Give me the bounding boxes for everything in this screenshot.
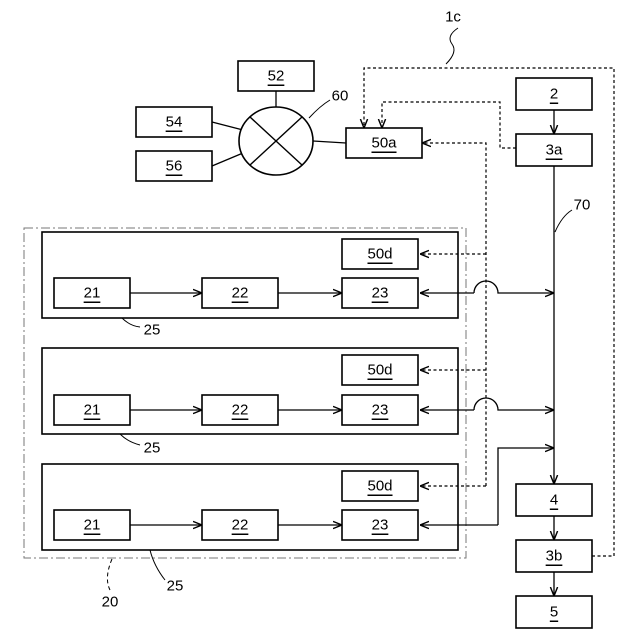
leader-25-unit3	[150, 550, 165, 580]
leader-20	[107, 559, 112, 590]
leader-1c	[446, 28, 458, 64]
ref-1c: 1c	[445, 9, 461, 26]
ref-70: 70	[574, 197, 591, 214]
box-4-label: 4	[550, 492, 558, 509]
box-21-label-unit2: 21	[84, 402, 101, 419]
leader-70	[555, 210, 572, 232]
ref-60: 60	[332, 88, 349, 105]
ref-25-unit1: 25	[144, 322, 161, 339]
ref-25-unit2: 25	[144, 440, 161, 457]
ref-25-unit3: 25	[167, 578, 184, 595]
box-5-label: 5	[550, 604, 558, 621]
box-21-label-unit3: 21	[84, 517, 101, 534]
box-22-label-unit2: 22	[232, 402, 249, 419]
link-60-50a	[313, 141, 346, 143]
box-50d-label-unit2: 50d	[367, 362, 392, 379]
box-23-label-unit2: 23	[372, 402, 389, 419]
box-22-label-unit1: 22	[232, 285, 249, 302]
link-54-60	[212, 122, 243, 130]
box-3b-label: 3b	[546, 548, 563, 565]
leader-60	[309, 100, 330, 118]
box-56-label: 56	[166, 158, 183, 175]
box-50d-label-unit3: 50d	[367, 478, 392, 495]
leader-25-unit2	[120, 434, 140, 445]
leader-25-unit1	[122, 318, 140, 327]
box-50a-label: 50a	[371, 135, 397, 152]
ref-20: 20	[102, 594, 119, 611]
box-21-label-unit1: 21	[84, 285, 101, 302]
valve-60	[239, 107, 313, 175]
link-56-60	[212, 153, 243, 166]
box-23-label-unit1: 23	[372, 285, 389, 302]
box-3a-label: 3a	[546, 142, 563, 159]
box-2-label: 2	[550, 86, 558, 103]
box-22-label-unit3: 22	[232, 517, 249, 534]
box-54-label: 54	[166, 114, 183, 131]
box-50d-label-unit1: 50d	[367, 246, 392, 263]
box-52-label: 52	[268, 68, 285, 85]
box-23-label-unit3: 23	[372, 517, 389, 534]
